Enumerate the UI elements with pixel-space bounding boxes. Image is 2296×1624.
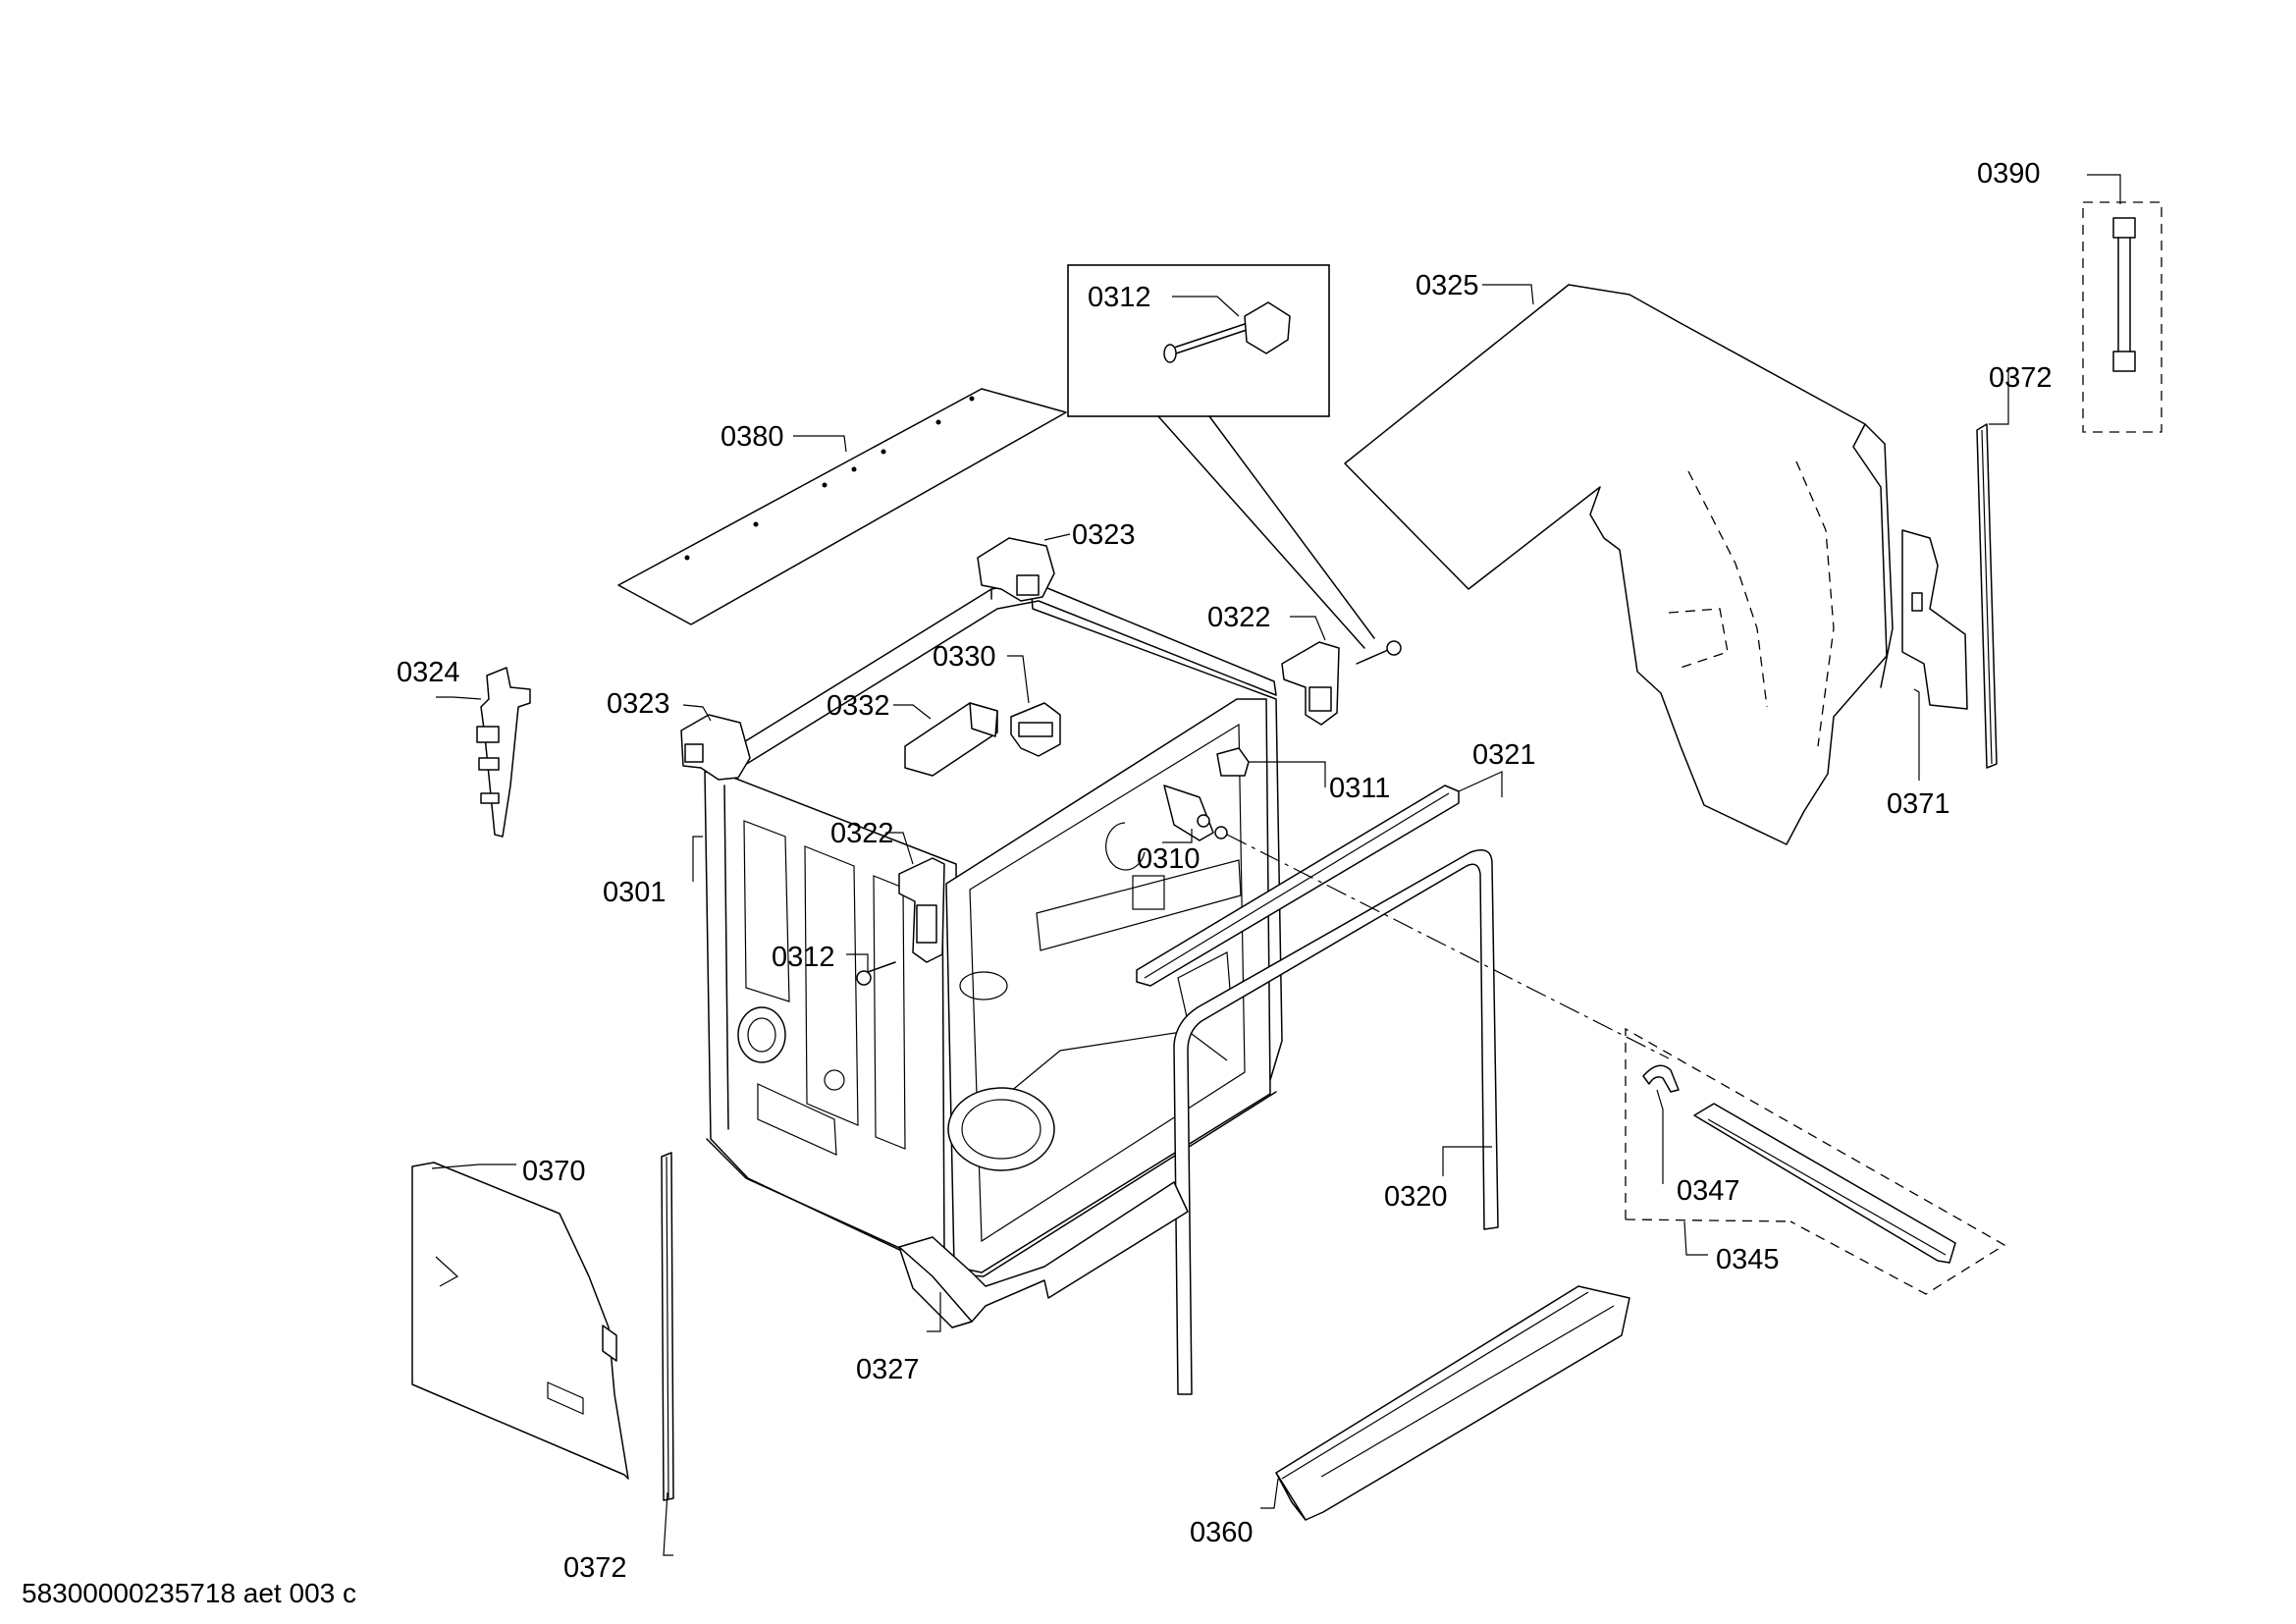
- label-0345: 0345: [1716, 1244, 1780, 1275]
- part-0327-base: [898, 1181, 1189, 1328]
- document-id: 58300000235718 aet 003 c: [22, 1578, 356, 1608]
- label-0324: 0324: [397, 657, 460, 688]
- label-0330: 0330: [933, 641, 996, 673]
- part-0301-tub: [704, 580, 1283, 1277]
- label-0371: 0371: [1887, 788, 1950, 820]
- label-0322-top: 0322: [1207, 602, 1271, 633]
- part-0380-top-plate: [617, 388, 1067, 625]
- part-0325-insulation: [1344, 284, 1894, 845]
- part-0347-clip: [1642, 1064, 1680, 1093]
- label-0323-left: 0323: [607, 688, 670, 720]
- part-0322-bracket-top: [1281, 640, 1402, 726]
- part-0345-rail-group: [1625, 1027, 2006, 1295]
- part-0360-kickplate: [1275, 1285, 1630, 1521]
- axis-line: [1226, 834, 1670, 1059]
- label-0372-top: 0372: [1989, 362, 2053, 394]
- part-0324-bracket: [476, 667, 531, 838]
- label-0332: 0332: [827, 690, 890, 722]
- label-0370: 0370: [522, 1156, 586, 1187]
- part-0321-strip: [1136, 785, 1460, 987]
- part-0311-hinge: [1216, 747, 1250, 777]
- label-0312-mid: 0312: [772, 942, 835, 973]
- part-0323-hinge-left: [680, 714, 751, 781]
- label-0312-inset: 0312: [1088, 282, 1151, 313]
- part-0390-hose: [2082, 201, 2163, 433]
- part-0372-strip-top: [1976, 423, 1998, 769]
- part-0371-side-panel: [1901, 529, 1968, 710]
- label-0325: 0325: [1415, 270, 1479, 301]
- part-0320-door-seal: [1173, 849, 1499, 1395]
- label-0321: 0321: [1472, 739, 1536, 771]
- label-0320: 0320: [1384, 1181, 1448, 1213]
- leader-lines: [431, 174, 2121, 1556]
- part-0372-strip-bottom: [661, 1152, 674, 1501]
- part-0310-hinge: [1163, 785, 1228, 841]
- label-0372-bottom: 0372: [563, 1552, 627, 1584]
- label-0311: 0311: [1329, 773, 1390, 804]
- part-0312-screw: [856, 961, 896, 986]
- label-0390: 0390: [1977, 158, 2041, 189]
- label-0310: 0310: [1137, 843, 1201, 875]
- part-0330-component: [1010, 702, 1061, 757]
- label-0301: 0301: [603, 877, 667, 908]
- part-0322-bracket-mid: [898, 857, 945, 963]
- label-0347: 0347: [1677, 1175, 1740, 1207]
- label-0360: 0360: [1190, 1517, 1254, 1548]
- part-0370-side-panel: [411, 1162, 629, 1480]
- label-0322-mid: 0322: [830, 818, 894, 849]
- part-0312-inset-detail: [1067, 264, 1375, 649]
- part-0332-component: [904, 702, 998, 777]
- label-0327: 0327: [856, 1354, 920, 1385]
- label-0380: 0380: [721, 421, 784, 453]
- label-0323-top: 0323: [1072, 519, 1136, 551]
- part-0323-hinge-top: [977, 537, 1055, 602]
